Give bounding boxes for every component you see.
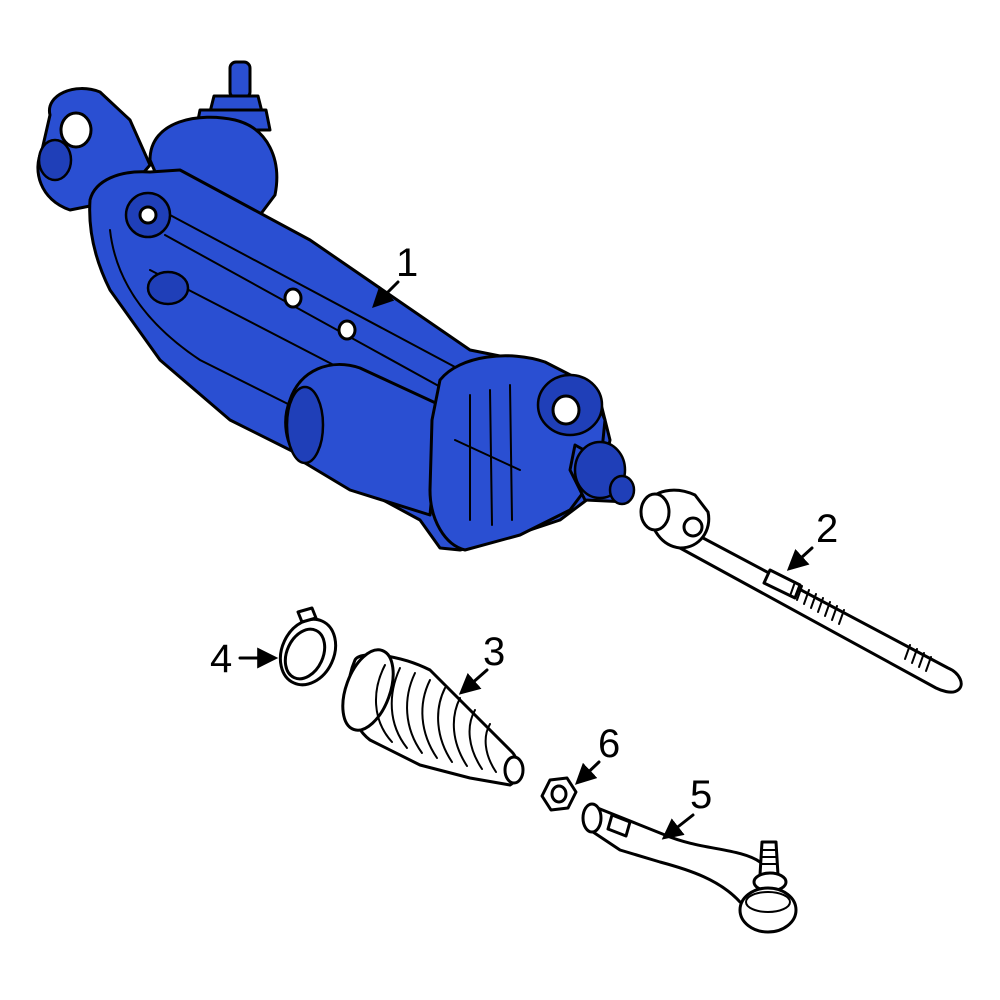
callout-1: 1 bbox=[396, 241, 418, 285]
callout-labels: 1 2 3 4 5 6 bbox=[210, 241, 838, 817]
inner-tie-rod[interactable] bbox=[639, 488, 963, 694]
leader-line-3 bbox=[458, 668, 489, 695]
callout-6: 6 bbox=[598, 722, 620, 766]
callout-3: 3 bbox=[483, 630, 505, 674]
leader-line-5 bbox=[661, 813, 695, 840]
callout-5: 5 bbox=[690, 773, 712, 817]
callout-4: 4 bbox=[210, 637, 232, 681]
boot-clamp[interactable] bbox=[270, 606, 346, 694]
rack-boot[interactable] bbox=[333, 643, 525, 787]
steering-gear-assembly[interactable] bbox=[36, 60, 636, 552]
outer-tie-rod-end[interactable] bbox=[581, 802, 798, 934]
leader-line-6 bbox=[574, 760, 601, 785]
callout-2: 2 bbox=[816, 507, 838, 551]
leader-line-1 bbox=[372, 280, 400, 308]
leader-lines bbox=[238, 280, 814, 840]
leader-line-2 bbox=[786, 546, 814, 571]
jam-nut[interactable] bbox=[540, 776, 578, 812]
